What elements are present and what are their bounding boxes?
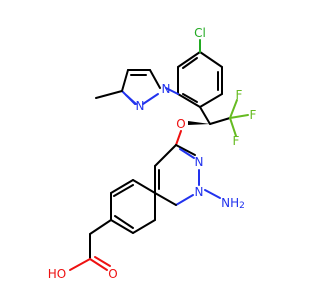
- amino-group-label: NH2: [221, 196, 245, 211]
- pyrazole-n1-label: N: [162, 82, 171, 96]
- carbonyl-oxygen-label: O: [108, 267, 117, 281]
- pyrimidine-n2-label: N: [195, 185, 204, 199]
- acetic-acid-group: [69, 219, 112, 271]
- pyrimidine-n1-label: N: [195, 155, 204, 169]
- pyrazole-n2-label: N: [136, 99, 145, 113]
- chlorine-atom-label: Cl: [194, 26, 206, 40]
- fluorine-2-label: F: [250, 108, 257, 122]
- hydroxyl-label: HO: [48, 267, 66, 281]
- phenylene-ring: [110, 179, 156, 234]
- fluorine-1-label: F: [236, 88, 243, 102]
- pyrimidine-ring: [154, 144, 221, 206]
- chlorophenyl-ring: [177, 51, 223, 108]
- trifluoroethoxy-group: [175, 99, 249, 146]
- fluorine-3-label: F: [233, 134, 240, 148]
- ether-oxygen-label: O: [176, 117, 185, 131]
- pyrazole-ring: [95, 69, 179, 105]
- chemical-structure-diagram: Cl N N O F F F N N NH2 HO O: [48, 26, 257, 281]
